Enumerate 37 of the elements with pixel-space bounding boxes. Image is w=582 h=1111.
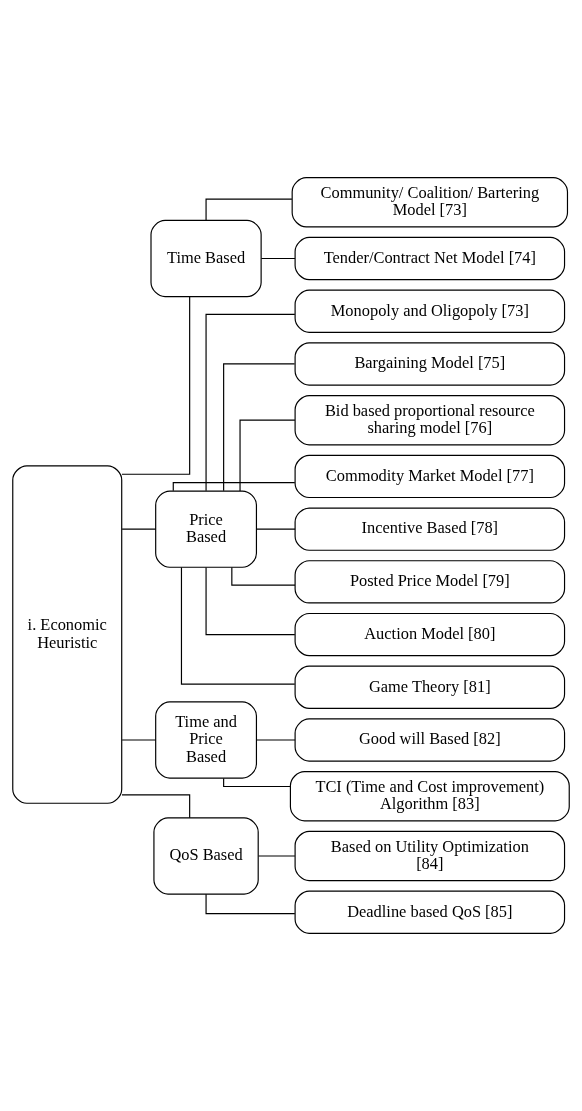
- node-box: Posted Price Model [79]: [294, 560, 566, 604]
- connector: [121, 739, 157, 741]
- connector: [205, 893, 296, 915]
- node-box: Auction Model [80]: [294, 612, 566, 657]
- node-box: Monopoly and Oligopoly [73]: [294, 289, 566, 333]
- connector: [260, 257, 296, 260]
- node-box: Commodity Market Model [77]: [294, 454, 566, 499]
- node-box: Good will Based [82]: [294, 718, 566, 762]
- node-box: Bargaining Model [75]: [294, 342, 566, 386]
- node-box: Incentive Based [78]: [294, 507, 566, 551]
- connector: [205, 313, 296, 492]
- connector: [256, 528, 296, 530]
- node-box: Price Based: [155, 490, 258, 568]
- node-box: Time Based: [150, 219, 262, 298]
- node-box: Community/ Coalition/ Bartering Model [73]: [291, 177, 569, 228]
- connector: [256, 739, 296, 741]
- node-box: i. Economic Heuristic: [12, 465, 123, 804]
- node-box: QoS Based: [153, 817, 259, 895]
- connector: [257, 855, 296, 857]
- connector: [223, 777, 291, 788]
- connector: [231, 566, 296, 586]
- node-box: TCI (Time and Cost improvement) Algorithm [83]: [289, 771, 570, 822]
- node-box: Tender/Contract Net Model [74]: [294, 236, 566, 281]
- connector: [121, 528, 157, 530]
- node-box: Game Theory [81]: [294, 665, 566, 709]
- node-box: Based on Utility Optimization [84]: [294, 830, 566, 882]
- node-box: Bid based proportional resource sharing model [76]: [294, 395, 566, 446]
- connector: [239, 419, 296, 492]
- connector: [180, 566, 296, 685]
- connector: [172, 482, 296, 492]
- connector: [205, 566, 296, 636]
- node-box: Deadline based QoS [85]: [294, 890, 566, 934]
- connector: [205, 198, 293, 221]
- connector: [223, 363, 296, 492]
- connector: [121, 296, 191, 475]
- connector: [121, 794, 191, 819]
- node-box: Time and Price Based: [155, 701, 258, 779]
